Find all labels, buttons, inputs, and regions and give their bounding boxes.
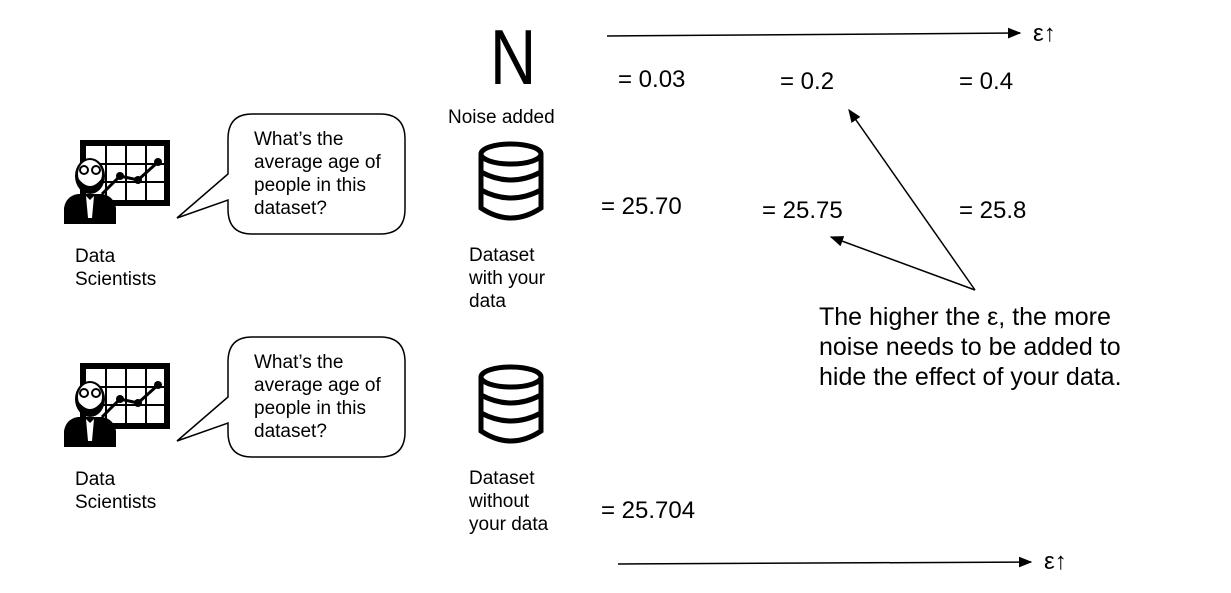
data-scientist-icon [64,140,170,224]
epsilon-marker-bottom: ε↑ [1044,548,1067,575]
speech-bubble-1 [176,113,406,235]
epsilon-axis-top [606,27,1022,39]
epsilon-note: The higher the ε, the more noise needs t… [819,303,1122,391]
question-text-1: What’s the average age of people in this… [254,129,381,219]
dataset-without-label: Dataset without your data [469,468,549,535]
speech-bubble-2 [176,336,406,458]
database-icon [478,364,544,444]
noise-value-3: = 0.4 [959,68,1014,95]
note-arrow-to-noise [848,108,976,291]
dataset-with-label: Dataset with your data [469,245,546,312]
result-with-1: = 25.70 [601,193,682,220]
result-without: = 25.704 [601,497,696,524]
person-label-2: Data Scientists [75,469,157,513]
noise-n-icon: N [490,13,537,101]
note-arrow-to-result [829,236,976,291]
noise-value-1: = 0.03 [618,66,686,93]
epsilon-axis-bottom [617,556,1033,568]
data-scientist-icon [64,363,170,447]
database-icon [478,141,544,221]
question-text-2: What’s the average age of people in this… [254,352,381,442]
epsilon-marker-top: ε↑ [1033,20,1056,47]
result-with-2: = 25.75 [762,197,843,224]
result-with-3: = 25.8 [959,197,1027,224]
noise-value-2: = 0.2 [780,68,835,95]
person-label-1: Data Scientists [75,246,157,290]
noise-label: Noise added [448,107,555,128]
